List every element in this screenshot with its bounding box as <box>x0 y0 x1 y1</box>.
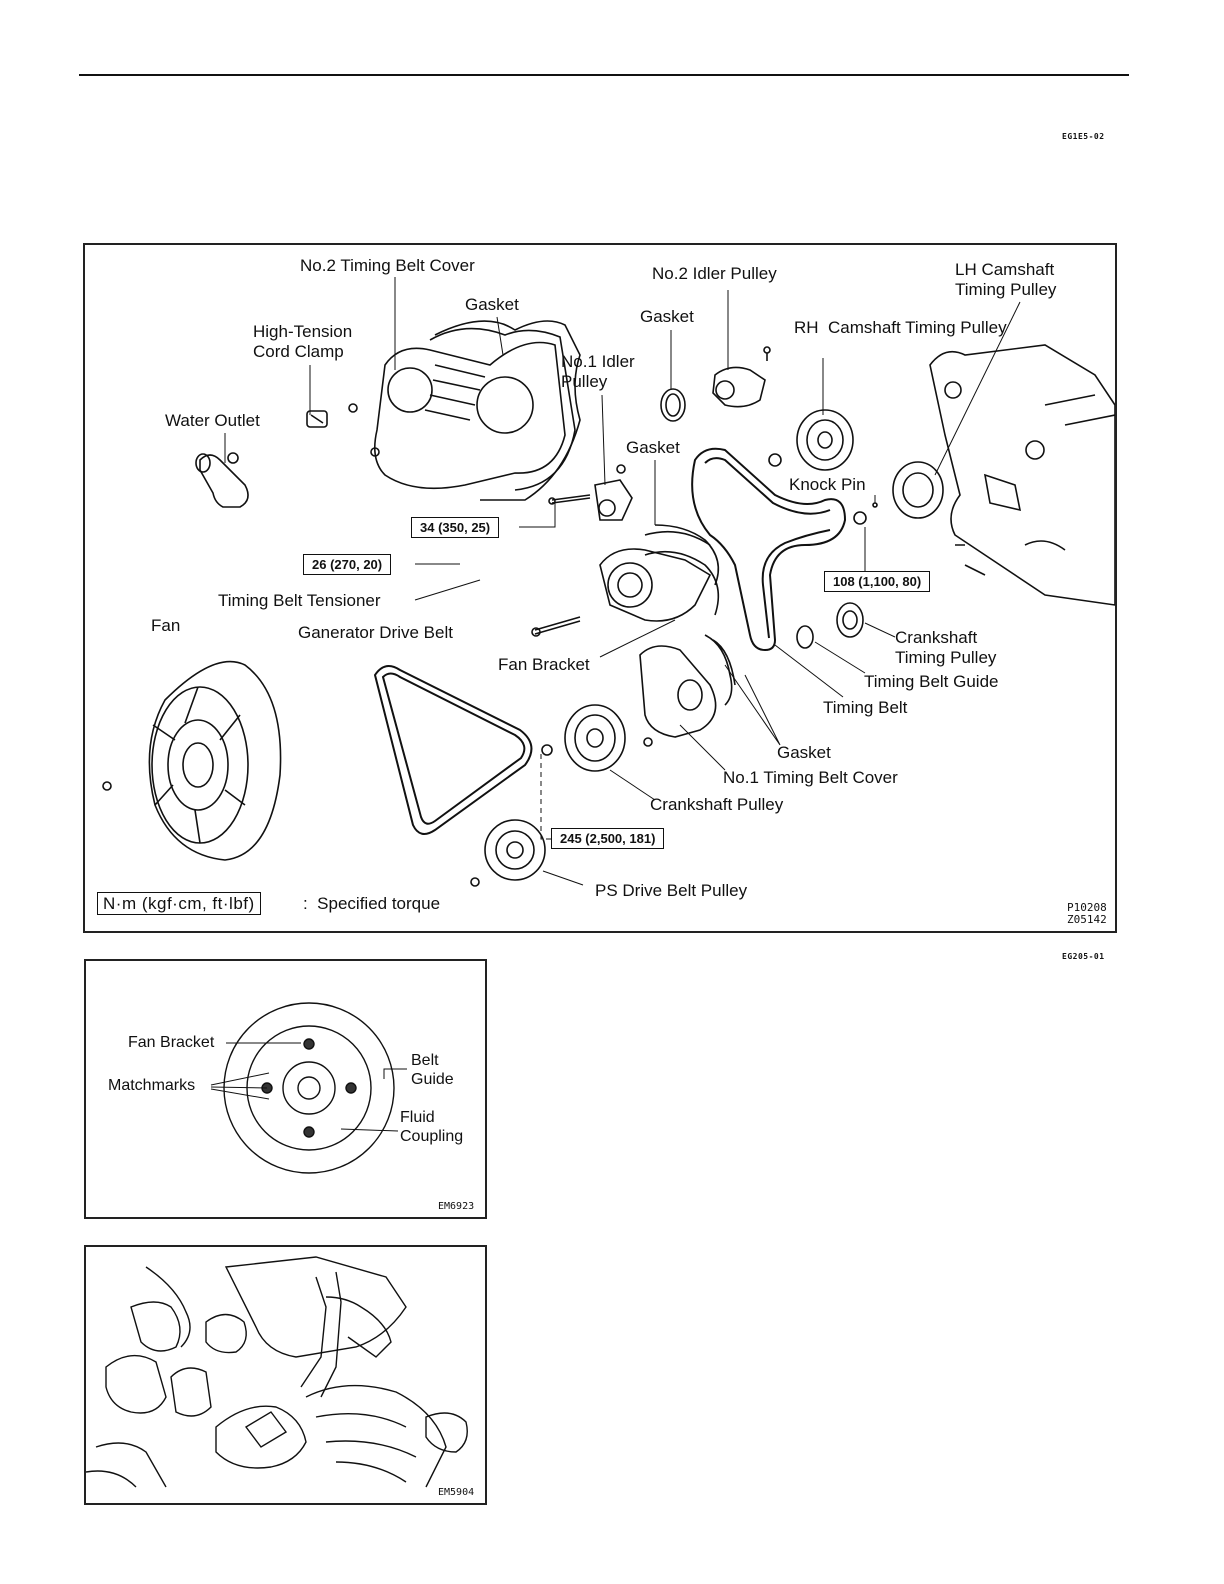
coupling-drawing <box>215 1405 307 1469</box>
figure-id: EM6923 <box>438 1201 475 1212</box>
label-timing-belt-tensioner: Timing Belt Tensioner <box>218 591 381 610</box>
rh-camshaft-pulley-drawing <box>768 409 854 471</box>
label-ps-drive-belt-pulley: PS Drive Belt Pulley <box>595 881 748 900</box>
engine-cover-drawing <box>305 1384 447 1488</box>
hand-left-drawing <box>224 1256 407 1358</box>
engine-block-drawing <box>929 344 1115 606</box>
label-high-tension-cord-clamp: High-Tension Cord Clamp <box>253 322 353 361</box>
leader-lines <box>224 277 1021 886</box>
torque-26: 26 (270, 20) <box>303 554 392 575</box>
no2-idler-pulley-drawing <box>712 346 771 408</box>
timing-belt-guide-drawing <box>796 625 814 649</box>
belt-removal-illustration <box>86 1256 468 1488</box>
label-gasket: Gasket <box>626 438 680 457</box>
label-gasket: Gasket <box>777 743 831 762</box>
label-no2-idler-pulley: No.2 Idler Pulley <box>652 264 777 283</box>
gasket-curve-drawing <box>654 524 720 586</box>
no1-idler-pulley-drawing <box>548 464 633 521</box>
label-timing-belt: Timing Belt <box>823 698 908 717</box>
crankshaft-timing-pulley-drawing <box>836 602 864 638</box>
pliers-drawing <box>300 1271 342 1398</box>
no2-timing-belt-cover-drawing <box>374 327 576 491</box>
fan-drawing <box>102 660 282 861</box>
label-no1-idler-pulley: No.1 Idler Pulley <box>561 352 635 391</box>
label-fan-bracket: Fan Bracket <box>128 1034 215 1051</box>
label-fluid-coupling: Fluid Coupling <box>400 1109 464 1145</box>
label-gasket: Gasket <box>465 295 519 314</box>
label-crankshaft-pulley: Crankshaft Pulley <box>650 795 784 814</box>
label-fan: Fan <box>151 616 181 635</box>
label-knock-pin: Knock Pin <box>789 475 866 494</box>
label-gasket: Gasket <box>640 307 694 326</box>
fluid-coupling-figure: Fan Bracket Matchmarks Belt Guide Fluid … <box>84 959 487 1219</box>
label-lh-camshaft-timing-pulley: LH Camshaft Timing Pulley <box>955 260 1057 299</box>
torque-245: 245 (2,500, 181) <box>551 828 665 849</box>
fluid-coupling-illustration <box>210 1002 407 1174</box>
section-code-top: EG1E5-02 <box>1062 132 1105 141</box>
hose-drawing <box>145 1266 191 1348</box>
fluid-coupling-outer-drawing <box>223 1002 395 1174</box>
legend-unit-box: N·m (kgf·cm, ft·lbf) <box>97 892 261 915</box>
no1-timing-belt-cover-drawing <box>639 634 736 747</box>
components-illustration <box>102 277 1115 887</box>
legend-text: : Specified torque <box>303 894 441 913</box>
figure-id: EM5904 <box>438 1487 475 1498</box>
label-belt-guide: Belt Guide <box>411 1052 454 1088</box>
generator-drive-belt-drawing <box>373 665 533 835</box>
top-rule <box>79 74 1129 76</box>
timing-belt-components-diagram: No.2 Timing Belt Cover Gasket High-Tensi… <box>83 243 1117 933</box>
hand-right-drawing <box>325 1296 392 1358</box>
label-timing-belt-guide: Timing Belt Guide <box>864 672 999 691</box>
belt-removal-figure: EM5904 <box>84 1245 487 1505</box>
section-code-mid: EG205-01 <box>1062 952 1105 961</box>
torque-108: 108 (1,100, 80) <box>824 571 931 592</box>
label-no1-timing-belt-cover: No.1 Timing Belt Cover <box>723 768 898 787</box>
label-no2-timing-belt-cover: No.2 Timing Belt Cover <box>300 256 475 275</box>
lh-camshaft-pulley-drawing <box>892 461 944 519</box>
label-water-outlet: Water Outlet <box>165 411 260 430</box>
torque-34: 34 (350, 25) <box>411 517 500 538</box>
label-fan-bracket: Fan Bracket <box>498 655 590 674</box>
timing-belt-drawing <box>691 447 847 652</box>
crankshaft-pulley-drawing <box>541 704 626 772</box>
figure-id-1: P10208 <box>1067 901 1107 914</box>
gasket-ring-drawing <box>660 388 686 422</box>
label-matchmarks: Matchmarks <box>108 1077 196 1094</box>
figure-id-2: Z05142 <box>1067 913 1107 926</box>
fan-bracket-drawing <box>531 530 720 637</box>
label-crankshaft-timing-pulley: Crankshaft Timing Pulley <box>895 628 997 667</box>
label-rh-camshaft-timing-pulley: RH Camshaft Timing Pulley <box>794 318 1007 337</box>
cord-clamp-drawing <box>306 410 328 428</box>
cover-gasket-drawing <box>434 320 581 501</box>
ps-drive-belt-pulley-drawing <box>470 819 546 887</box>
water-outlet-drawing <box>195 452 249 508</box>
label-generator-drive-belt: Ganerator Drive Belt <box>298 623 453 642</box>
